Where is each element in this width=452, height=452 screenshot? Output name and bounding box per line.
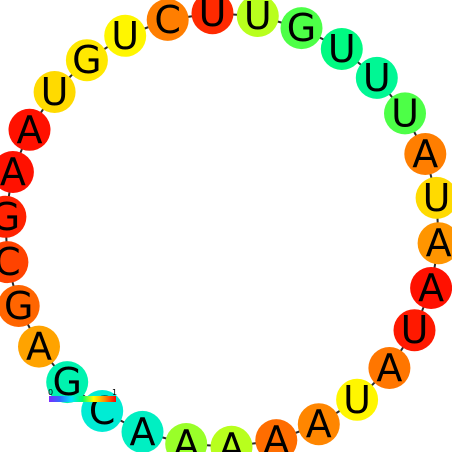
nucleotide-22: G	[0, 284, 40, 328]
nucleotide-circle	[320, 28, 363, 70]
nucleotide-label: A	[26, 325, 52, 369]
nucleotide-8: U	[415, 176, 452, 220]
nucleotide-15: A	[255, 418, 298, 452]
nucleotide-18: A	[121, 410, 164, 452]
nucleotide-circle	[8, 108, 51, 151]
nucleotide-3: G	[280, 6, 323, 50]
nucleotide-label: U	[401, 308, 429, 352]
nucleotide-label: C	[0, 240, 21, 284]
nucleotide-25: A	[0, 150, 34, 194]
nucleotide-11: U	[393, 308, 436, 352]
nucleotide-circle	[280, 7, 323, 50]
nucleotide-label: A	[376, 346, 402, 390]
nucleotide-1: U	[191, 0, 234, 35]
colorbar: 0 1	[48, 388, 117, 402]
nucleotide-10: A	[410, 266, 452, 310]
nucleotide-label: U	[328, 27, 356, 71]
nucleotide-26: A	[8, 108, 51, 152]
nucleotide-label: G	[4, 284, 33, 328]
nucleotide-label: G	[72, 38, 101, 82]
nucleotide-label: U	[343, 378, 371, 422]
nucleotide-circle	[121, 410, 164, 452]
nucleotide-label: A	[418, 266, 444, 310]
nucleotide-23: C	[0, 240, 29, 284]
nucleotide-9: A	[417, 221, 452, 265]
nucleotide-12: A	[368, 346, 411, 390]
nucleotide-label: U	[199, 0, 227, 35]
nucleotide-label: A	[130, 410, 156, 452]
nucleotide-circle	[0, 285, 40, 327]
nucleotide-circle	[65, 39, 108, 82]
nucleotide-circle	[255, 419, 298, 452]
colorbar-gradient	[49, 396, 116, 402]
nucleotide-circle	[18, 325, 60, 368]
nucleotide-29: U	[104, 14, 147, 58]
nucleotide-label: G	[287, 6, 316, 50]
nucleotide-circle	[384, 92, 426, 135]
nucleotide-circle	[0, 195, 27, 238]
nucleotide-17: A	[165, 422, 208, 452]
nucleotide-13: U	[336, 378, 379, 422]
nucleotide-circle	[0, 151, 34, 193]
nucleotide-30: C	[146, 0, 189, 42]
nucleotide-circle	[146, 0, 189, 41]
nucleotide-27: U	[33, 70, 76, 114]
nucleotide-2: U	[236, 0, 279, 38]
nucleotide-label: A	[17, 108, 43, 152]
nucleotide-label: U	[41, 70, 69, 114]
nucleotide-circle	[46, 361, 89, 404]
colorbar-min-label: 0	[48, 388, 53, 397]
nucleotide-label: A	[426, 221, 452, 265]
nucleotide-circle	[0, 241, 29, 284]
nucleotide-label: A	[173, 422, 199, 452]
nucleotide-circle	[393, 309, 436, 352]
nucleotide-6: U	[384, 91, 426, 135]
nucleotide-circle	[404, 133, 447, 175]
nucleotide-label: U	[363, 56, 391, 100]
colorbar-max-label: 1	[112, 388, 117, 397]
nucleotide-label: A	[412, 132, 438, 176]
nucleotide-circle	[415, 176, 452, 219]
nucleotide-21: A	[18, 325, 60, 369]
nucleotide-circle	[165, 423, 208, 452]
nucleotide-16: A	[210, 425, 253, 452]
nucleotide-circle	[410, 267, 452, 309]
nucleotide-14: A	[297, 402, 340, 446]
nucleotide-label: A	[306, 402, 332, 446]
nucleotide-label: C	[154, 0, 181, 42]
nucleotide-28: G	[65, 38, 108, 82]
nucleotide-5: U	[355, 56, 398, 100]
nucleotide-label: G	[0, 195, 20, 239]
nucleotide-circle	[368, 347, 411, 389]
nucleotide-circle	[191, 0, 234, 35]
nucleotide-circle	[297, 403, 340, 446]
nucleotide-circle	[336, 378, 379, 421]
nucleotide-7: A	[404, 132, 447, 176]
nucleotide-circle	[355, 56, 398, 99]
nucleotide-circle	[210, 425, 253, 452]
nucleotide-label: U	[244, 0, 272, 38]
nucleotide-label: A	[263, 418, 289, 452]
nucleotide-circle	[104, 14, 147, 57]
nucleotide-4: U	[320, 27, 363, 71]
nucleotide-circle	[33, 71, 76, 113]
nucleotide-circle	[417, 222, 452, 265]
nucleotide-label: U	[111, 14, 139, 58]
nucleotide-label: U	[423, 176, 451, 220]
nucleotide-label: A	[219, 425, 245, 452]
nucleotide-24: G	[0, 195, 27, 239]
nucleotide-label: A	[0, 150, 26, 194]
nucleotide-circle	[236, 0, 279, 37]
nucleotide-label: U	[391, 91, 419, 135]
